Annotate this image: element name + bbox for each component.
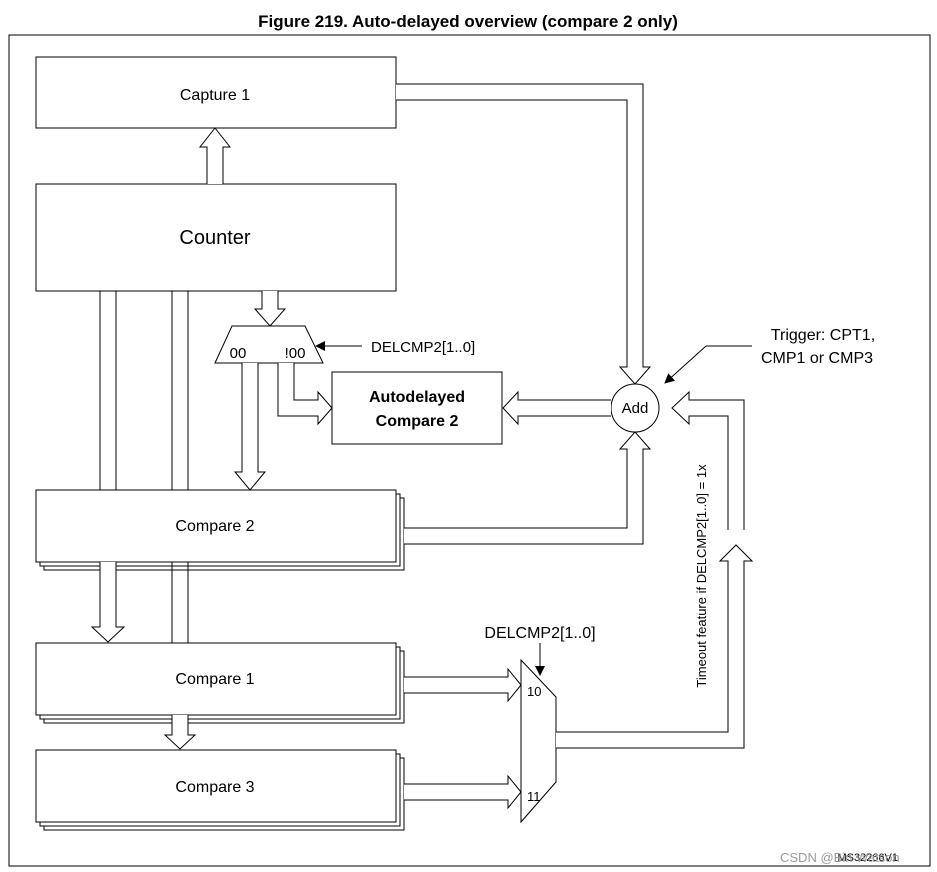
compare3-block xyxy=(35,749,397,823)
figure-title: Figure 219. Auto-delayed overview (compa… xyxy=(258,12,678,31)
compare1-block xyxy=(35,642,397,716)
trigger-arrow xyxy=(664,345,707,384)
compare2-label: Compare 2 xyxy=(175,518,254,535)
capture1-label: Capture 1 xyxy=(180,87,250,104)
autodelayed-label-line2: Compare 2 xyxy=(376,413,459,430)
compare1-label: Compare 1 xyxy=(175,671,254,688)
add-to-autodelayed-arrow xyxy=(502,390,611,426)
counter-to-capture-arrow xyxy=(198,127,232,184)
bottom-mux-input-10: 10 xyxy=(527,684,541,699)
bottom-mux-select-label: DELCMP2[1..0] xyxy=(484,625,595,642)
counter-block xyxy=(35,183,397,292)
timeout-label: Timeout feature if DELCMP2[1..0] = 1x xyxy=(694,464,709,688)
bottom-mux xyxy=(520,658,557,824)
compare2-to-add-arrow xyxy=(404,431,652,545)
compare1-to-mux-arrow xyxy=(404,667,522,703)
add-label: Add xyxy=(622,400,649,417)
compare3-to-mux-arrow xyxy=(404,774,522,810)
trigger-label-line1: Trigger: CPT1, xyxy=(771,327,875,344)
top-mux-select-label: DELCMP2[1..0] xyxy=(371,339,475,356)
top-mux-input-not00: !00 xyxy=(285,345,306,362)
csdn-watermark: CSDN @Bin Watson xyxy=(780,850,900,865)
top-mux-input-00: 00 xyxy=(230,345,247,362)
autodelayed-label-line1: Autodelayed xyxy=(369,389,465,406)
compare3-label: Compare 3 xyxy=(175,779,254,796)
autodelayed-compare2-block xyxy=(331,371,503,445)
timeout-to-add-arrow xyxy=(671,390,745,530)
counter-to-compare3-bus xyxy=(163,291,197,750)
capture1-block xyxy=(35,56,397,129)
capture1-to-add-arrow xyxy=(396,83,652,385)
timeout-feedback-path xyxy=(556,544,754,749)
top-mux xyxy=(214,325,324,364)
counter-label: Counter xyxy=(179,227,250,249)
figure-ref-code: MS32266V1 xyxy=(837,852,898,864)
counter-to-compare1-bus xyxy=(90,291,126,643)
mux-to-autodelayed-arrow xyxy=(277,363,333,426)
mux-to-compare2-arrow xyxy=(233,363,267,491)
compare2-block xyxy=(35,489,397,563)
diagram-frame xyxy=(8,34,931,867)
counter-to-mux-arrow xyxy=(253,291,287,327)
bottom-mux-input-11: 11 xyxy=(527,789,541,804)
trigger-label-line2: CMP1 or CMP3 xyxy=(761,350,873,367)
